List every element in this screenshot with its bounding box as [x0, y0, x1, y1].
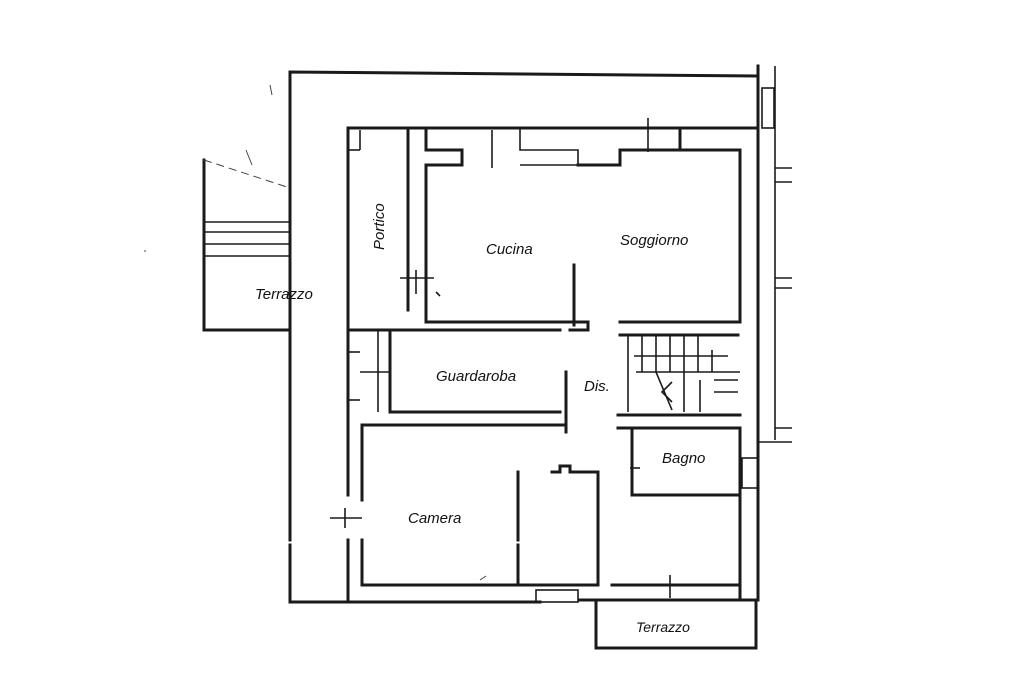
bagno-walls — [610, 426, 742, 602]
room-label-cucina: Cucina — [486, 241, 533, 258]
left-terrace-stairs — [202, 84, 292, 332]
house-outer-wall — [330, 126, 760, 604]
bottom-terrace — [594, 598, 758, 650]
portico-walls — [348, 128, 434, 312]
room-label-portico: Portico — [371, 203, 388, 250]
plan-dot — [144, 250, 146, 252]
room-label-bagno: Bagno — [662, 450, 705, 467]
room-label-terrazzo-left: Terrazzo — [255, 286, 313, 303]
outer-terrace-boundary — [288, 70, 760, 604]
room-label-dis: Dis. — [584, 378, 610, 395]
right-exterior-edge — [741, 64, 792, 602]
room-label-soggiorno: Soggiorno — [620, 232, 688, 249]
room-label-guardaroba: Guardaroba — [436, 368, 516, 385]
camera-walls — [360, 423, 600, 603]
guardaroba-walls — [346, 328, 568, 434]
room-label-terrazzo-bottom: Terrazzo — [636, 619, 690, 635]
room-label-camera: Camera — [408, 510, 461, 527]
kitchen-living-walls — [424, 118, 742, 332]
staircase — [616, 320, 742, 430]
